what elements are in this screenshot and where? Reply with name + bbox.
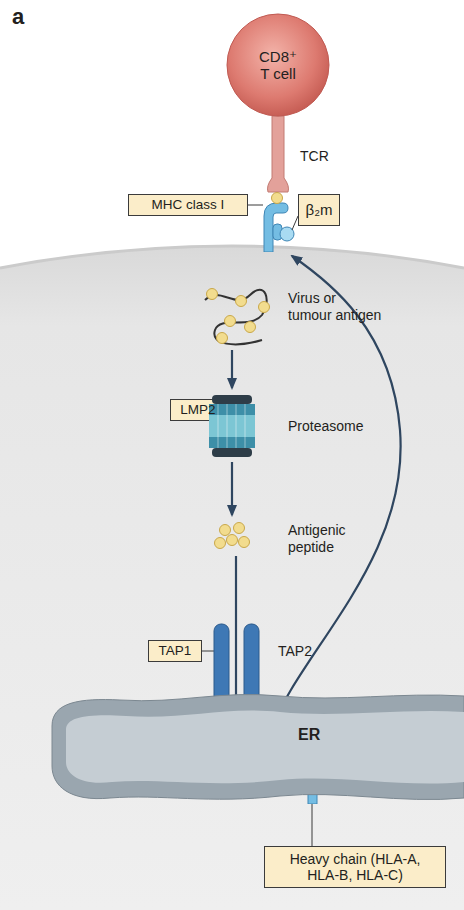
node-text: CD8⁺ T cell xyxy=(256,48,300,83)
molecule-label: Proteasome xyxy=(288,418,363,435)
molecule-label: TAP2 xyxy=(278,643,312,660)
plasma-membrane xyxy=(0,246,464,268)
proteasome xyxy=(209,415,255,426)
tap-transporter xyxy=(214,624,259,716)
tcr-receptor xyxy=(268,116,289,192)
surface-mhc xyxy=(264,193,294,253)
leader-line xyxy=(292,216,298,230)
leader-line xyxy=(211,410,226,411)
process-arrow xyxy=(230,720,258,730)
peptide-cluster xyxy=(220,525,231,536)
er-membrane xyxy=(52,694,464,799)
t-cell-circle: CD8⁺ T cell xyxy=(226,13,330,117)
peptide-cluster xyxy=(227,535,238,546)
proteasome xyxy=(218,404,245,448)
empty-mhc xyxy=(308,755,338,804)
leader-line xyxy=(312,804,313,846)
antigen-protein xyxy=(245,322,256,333)
tap-transporter xyxy=(214,624,229,716)
loaded-mhc xyxy=(252,733,282,793)
leader-line xyxy=(248,205,263,206)
label-box: Heavy chain (HLA-A, HLA-B, HLA-C) xyxy=(264,846,446,888)
node-text: Heavy chain (HLA-A, HLA-B, HLA-C) xyxy=(275,851,435,883)
antigen-protein xyxy=(207,289,270,344)
antigen-protein xyxy=(225,316,236,327)
proteasome xyxy=(218,404,219,448)
surface-mhc xyxy=(272,193,283,204)
leader-line xyxy=(202,651,214,652)
node-text: MHC class I xyxy=(152,197,225,213)
antigen-protein xyxy=(217,333,228,344)
empty-mhc xyxy=(308,755,338,804)
proteasome xyxy=(209,437,255,448)
label-box: LMP2 xyxy=(170,399,226,421)
tap-transporter xyxy=(244,624,259,716)
molecule-label: TCR xyxy=(300,148,329,165)
molecule-label: Virus or tumour antigen xyxy=(288,290,383,324)
label-box: β₂m xyxy=(298,194,340,226)
node-text: ER xyxy=(298,726,320,744)
label-box: MHC class I xyxy=(128,194,248,216)
cell-body xyxy=(0,246,464,910)
proteasome xyxy=(209,426,255,437)
er-peptides xyxy=(218,713,228,723)
node-text: LMP2 xyxy=(180,402,215,418)
er-band: ER xyxy=(40,686,464,816)
proteasome xyxy=(212,395,252,404)
er-outline xyxy=(40,686,464,816)
loaded-mhc xyxy=(252,743,282,792)
peptide-cluster xyxy=(215,538,226,549)
process-arrow xyxy=(231,350,233,388)
node-text: TAP1 xyxy=(159,643,192,659)
antigen-protein xyxy=(236,296,247,307)
er-peptides xyxy=(208,713,228,736)
er-peptides xyxy=(216,726,226,736)
antigen-protein xyxy=(207,289,218,300)
t-cell-outline xyxy=(227,14,329,116)
process-arrow xyxy=(230,256,401,780)
label-box: TAP1 xyxy=(148,640,202,662)
proteasome xyxy=(209,395,255,457)
loaded-mhc xyxy=(260,733,271,744)
panel-letter: a xyxy=(12,4,24,30)
proteasome xyxy=(212,448,252,457)
proteasome xyxy=(236,404,237,448)
peptide-cluster xyxy=(234,523,245,534)
surface-mhc xyxy=(264,203,294,252)
antigen-protein xyxy=(205,289,270,345)
proteasome xyxy=(227,404,228,448)
er-peptides xyxy=(208,719,218,729)
er-lumen xyxy=(66,710,464,783)
leader-line xyxy=(202,205,312,846)
node-text: β₂m xyxy=(306,201,333,218)
antigen-protein xyxy=(205,290,267,345)
tcr-receptor xyxy=(268,116,289,192)
process-arrow xyxy=(231,462,233,515)
peptide-cluster xyxy=(215,523,250,549)
process-arrow xyxy=(270,256,401,732)
antigen-protein xyxy=(259,302,270,313)
proteasome xyxy=(245,404,246,448)
proteasome xyxy=(209,404,255,415)
process-arrow xyxy=(290,779,304,781)
peptide-cluster xyxy=(239,537,250,548)
cell-body xyxy=(0,246,464,910)
process-arrow xyxy=(235,556,237,712)
molecule-label: Antigenic peptide xyxy=(288,522,368,556)
